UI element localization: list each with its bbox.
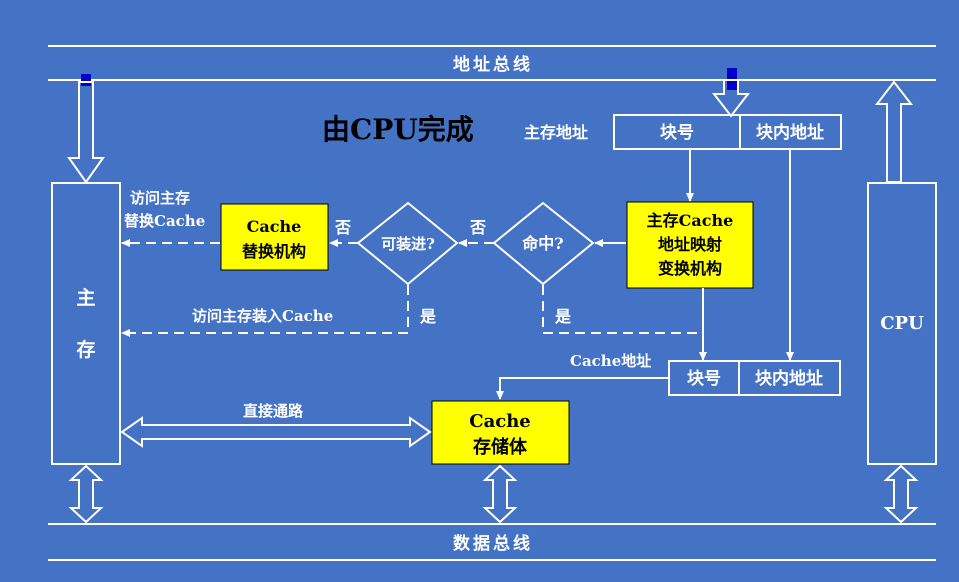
cache-addr-to-store-arrow bbox=[496, 377, 668, 400]
direct-path-arrow bbox=[120, 416, 432, 448]
cache-addr-offset-cell bbox=[738, 360, 841, 396]
can-load-decision bbox=[356, 201, 459, 286]
access-replace-line-1: 访问主存 bbox=[130, 189, 190, 207]
cpu-label: CPU bbox=[880, 313, 924, 334]
cpu-data-bus-arrow bbox=[883, 464, 919, 524]
address-bus-lines bbox=[48, 45, 936, 81]
addr-to-memory-arrow bbox=[67, 81, 105, 184]
cache-store-line-1: Cache bbox=[469, 411, 531, 432]
access-replace-line-2: 替换Cache bbox=[124, 212, 205, 230]
can-load-label: 可装进? bbox=[381, 235, 435, 253]
data-bus-label: 数据总线 bbox=[453, 533, 533, 554]
main-memory-box bbox=[51, 182, 121, 465]
cpu-to-addr-arrow bbox=[874, 80, 914, 183]
cpu-box bbox=[867, 182, 937, 465]
addr-to-register-arrow bbox=[711, 79, 751, 118]
can-load-yes-arrow bbox=[121, 285, 409, 337]
by-cpu-title: 由CPU完成 bbox=[322, 113, 474, 146]
hit-yes-label: 是 bbox=[554, 307, 571, 326]
hit-decision bbox=[492, 201, 595, 286]
mem-addr-offset: 块内地址 bbox=[756, 122, 824, 143]
hit-yes-dashed bbox=[542, 285, 703, 334]
replace-unit-line-2: 替换机构 bbox=[242, 242, 306, 261]
replace-unit-line-1: Cache bbox=[247, 217, 302, 236]
direct-path-label: 直接通路 bbox=[243, 402, 304, 420]
map-unit-line-2: 地址映射 bbox=[658, 235, 722, 254]
address-mapping-unit bbox=[626, 201, 754, 289]
cache-replacement-unit bbox=[220, 203, 329, 271]
memory-data-bus-arrow bbox=[68, 464, 104, 524]
main-memory-label-1: 主 bbox=[76, 287, 95, 309]
can-load-no-label: 否 bbox=[334, 218, 351, 237]
map-unit-line-3: 变换机构 bbox=[658, 259, 722, 278]
cache-address-label: Cache地址 bbox=[570, 352, 651, 370]
data-bus-lines bbox=[48, 523, 936, 561]
cache-addr-block-no: 块号 bbox=[687, 369, 721, 389]
cache-addr-offset: 块内地址 bbox=[755, 368, 823, 389]
hit-no-label: 否 bbox=[469, 218, 486, 237]
bus-marker-left bbox=[81, 74, 91, 86]
address-bus-label: 地址总线 bbox=[453, 54, 533, 75]
cache-store-line-2: 存储体 bbox=[473, 436, 528, 458]
access-load-label: 访问主存装入Cache bbox=[192, 307, 333, 325]
map-unit-line-1: 主存Cache bbox=[647, 211, 734, 230]
main-memory-address-label: 主存地址 bbox=[524, 123, 588, 142]
cache-storage bbox=[431, 400, 570, 465]
hit-label: 命中? bbox=[521, 234, 563, 253]
cache-data-bus-arrow bbox=[482, 464, 518, 524]
main-memory-label-2: 存 bbox=[76, 338, 95, 361]
can-load-yes-label: 是 bbox=[419, 307, 436, 326]
mem-addr-block-no: 块号 bbox=[660, 123, 694, 143]
